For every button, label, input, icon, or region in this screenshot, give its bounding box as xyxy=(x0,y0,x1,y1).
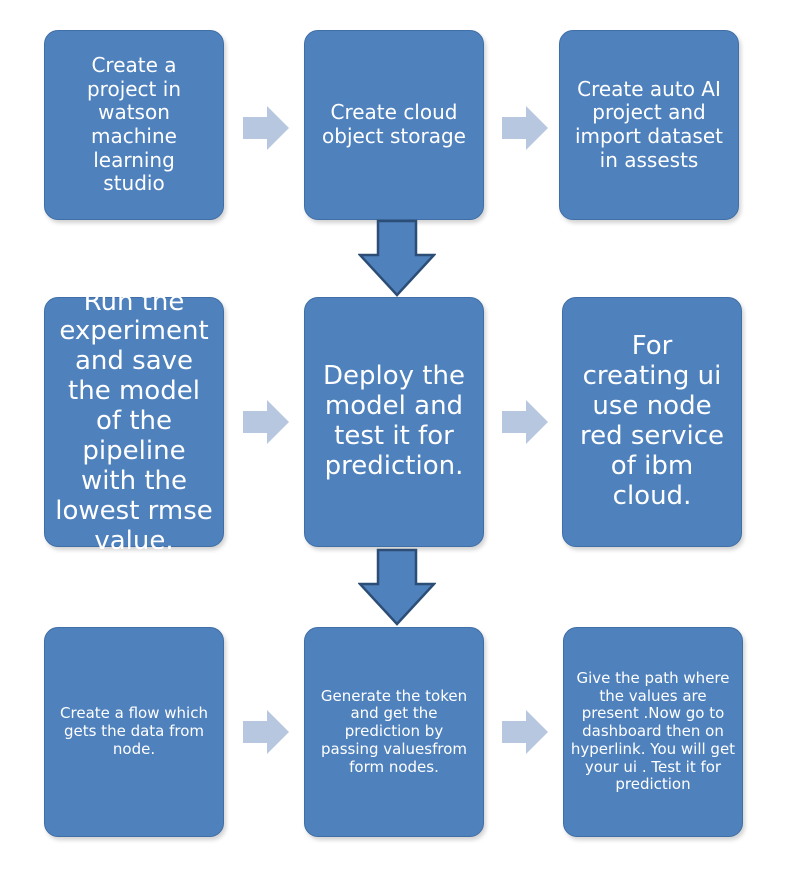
step-box-generate-token: Generate the token and get the predictio… xyxy=(304,627,484,837)
step-box-dashboard: Give the path where the values are prese… xyxy=(563,627,743,837)
step-box-cloud-storage: Create cloud object storage xyxy=(304,30,484,220)
step-box-create-project: Create a project in watson machine learn… xyxy=(44,30,224,220)
right-arrow-icon xyxy=(243,710,289,754)
right-arrow-icon xyxy=(502,106,548,150)
step-text: Create a project in watson machine learn… xyxy=(86,53,181,196)
step-text: Create cloud object storage xyxy=(322,100,466,148)
step-text: Deploy the model and test it for predict… xyxy=(323,361,465,481)
step-box-auto-ai-project: Create auto AI project and import datase… xyxy=(559,30,739,220)
step-text: Create a flow which gets the data from n… xyxy=(60,704,208,758)
step-box-create-flow: Create a flow which gets the data from n… xyxy=(44,627,224,837)
down-arrow-icon xyxy=(358,219,436,297)
step-text: Run the experiment and save the model of… xyxy=(55,286,213,556)
down-arrow-icon xyxy=(358,548,436,626)
right-arrow-icon xyxy=(243,400,289,444)
step-box-run-experiment: Run the experiment and save the model of… xyxy=(44,287,224,556)
right-arrow-icon xyxy=(243,106,289,150)
step-box-node-red: For creating ui use node red service of … xyxy=(562,297,742,547)
step-box-deploy-model: Deploy the model and test it for predict… xyxy=(304,297,484,547)
step-text: For creating ui use node red service of … xyxy=(579,331,724,511)
step-text: Generate the token and get the predictio… xyxy=(320,686,468,776)
step-text: Create auto AI project and import datase… xyxy=(574,76,723,172)
right-arrow-icon xyxy=(502,710,548,754)
step-text: Give the path where the values are prese… xyxy=(570,669,736,794)
right-arrow-icon xyxy=(502,400,548,444)
